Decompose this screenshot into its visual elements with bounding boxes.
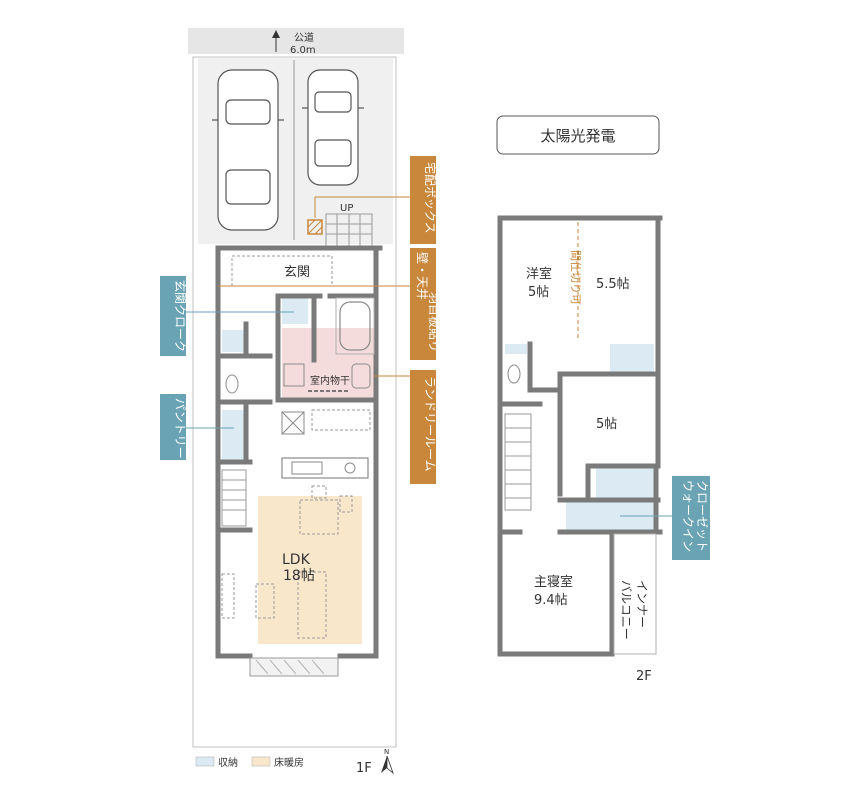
- up-label: UP: [340, 203, 353, 214]
- ldk-name: LDK: [282, 552, 311, 568]
- master-bedroom-label: 主寝室: [534, 574, 573, 590]
- svg-text:ウォークイン: ウォークイン: [681, 480, 695, 552]
- entrance-cloak-storage: [282, 298, 308, 324]
- svg-text:クローゼット: クローゼット: [695, 480, 709, 552]
- callout-wall-ceiling: [410, 248, 436, 360]
- legend-storage-swatch: [195, 756, 215, 767]
- callout-pantry-text: パントリー: [173, 398, 187, 459]
- road-label: 公道: [294, 31, 314, 44]
- svg-text:壁・天井: 壁・天井: [415, 252, 430, 300]
- kitchen-back-dash: [311, 409, 371, 431]
- ldk-size: 18帖: [283, 568, 315, 584]
- lot-outline: [192, 56, 397, 748]
- svg-text:玄関クローク: 玄関クローク: [173, 280, 188, 352]
- kitchen-counter: [281, 457, 369, 479]
- walls-1f: [215, 245, 383, 659]
- callout-cloak-text: 玄関クローク: [173, 280, 188, 352]
- compass-icon: N: [381, 748, 394, 775]
- western-room-size: 5帖: [528, 285, 549, 300]
- western-room-label: 洋室: [526, 266, 552, 282]
- tv-table: [255, 583, 275, 619]
- callout-wall-ceiling-text: 壁・天井 羽目板貼り: [415, 252, 442, 352]
- room-b-size: 5.5帖: [596, 277, 630, 292]
- entrance-steps: [325, 213, 373, 247]
- partition-note: 間仕切り可: [569, 250, 582, 305]
- svg-text:パントリー: パントリー: [173, 398, 187, 459]
- callout-delivery-box: [410, 156, 436, 244]
- master-bedroom-size: 9.4帖: [534, 593, 568, 608]
- toilet-2f-icon: [507, 364, 521, 384]
- road-width: 6.0m: [290, 45, 316, 56]
- floor2-label: 2F: [636, 669, 652, 684]
- svg-text:バルコニー: バルコニー: [619, 580, 633, 640]
- callout-entrance-cloak: [160, 276, 186, 356]
- callout-pantry: [160, 394, 186, 460]
- solar-box: [496, 115, 660, 155]
- inner-balcony-label: インナー バルコニー: [619, 580, 649, 640]
- bath-room-outline: [335, 297, 375, 355]
- pantry-storage: [222, 410, 246, 462]
- kitchen-sink: [291, 461, 323, 475]
- floor1-label: 1F: [356, 761, 372, 776]
- inner-balcony-area: [613, 533, 657, 655]
- callout-laundry: [410, 370, 436, 484]
- storage-1f-a: [222, 330, 244, 352]
- room-c-size: 5帖: [596, 417, 617, 432]
- walls-2f: [497, 215, 663, 657]
- svg-text:ランドリールーム: ランドリールーム: [423, 376, 437, 472]
- legend-storage-label: 収納: [218, 756, 238, 769]
- callout-delivery-text: 宅配ボックス: [423, 162, 438, 234]
- dining-chair-1: [311, 485, 327, 499]
- svg-text:N: N: [384, 748, 389, 756]
- stairs-2f: [504, 413, 532, 511]
- road-arrow-head: [272, 30, 280, 38]
- callout-wic-text: ウォークイン クローゼット: [681, 480, 709, 552]
- toilet-1f-icon: [225, 374, 239, 394]
- legend-heating-swatch: [251, 756, 271, 767]
- entrance-dash: [231, 255, 333, 287]
- side-storage: [221, 573, 235, 619]
- dining-table: [299, 499, 339, 535]
- callout-walk-in-closet: [672, 476, 710, 560]
- storage-2f-b: [610, 344, 654, 372]
- storage-2f-c: [596, 468, 656, 498]
- sofa: [297, 571, 327, 639]
- stove-icon: [344, 462, 356, 474]
- entrance-label: 玄関: [284, 265, 310, 280]
- legend-heating-label: 床暖房: [274, 756, 304, 769]
- terrace: [249, 657, 339, 677]
- dining-chair-2: [339, 495, 353, 513]
- laundry-sink: [351, 363, 371, 389]
- callout-laundry-text: ランドリールーム: [423, 376, 437, 472]
- stairs-1f: [221, 469, 247, 527]
- svg-text:羽目板貼り: 羽目板貼り: [427, 292, 442, 352]
- fridge-box: [281, 411, 305, 435]
- storage-2f-a: [505, 344, 527, 354]
- washer: [283, 363, 305, 387]
- svg-text:宅配ボックス: 宅配ボックス: [423, 162, 438, 234]
- walk-in-closet-fill: [566, 500, 656, 530]
- svg-text:インナー: インナー: [635, 580, 649, 628]
- bathtub: [339, 301, 371, 351]
- road-band: [188, 28, 404, 54]
- indoor-drying-label: 室内物干: [310, 374, 350, 387]
- car-1-icon: [212, 69, 284, 231]
- solar-label: 太陽光発電: [540, 127, 615, 145]
- ldk-floor-heating: [258, 496, 362, 644]
- svg-text:間仕切り可: 間仕切り可: [569, 250, 582, 305]
- car-2-icon: [302, 69, 364, 186]
